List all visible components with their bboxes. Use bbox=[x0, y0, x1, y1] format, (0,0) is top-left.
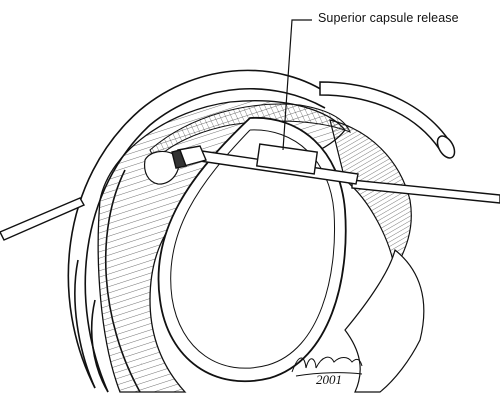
artist-signature bbox=[291, 356, 363, 377]
callout-label: Superior capsule release bbox=[318, 11, 459, 25]
left-window bbox=[143, 150, 180, 185]
right-tissue bbox=[329, 119, 412, 272]
right-instrument-shaft bbox=[351, 179, 500, 204]
right-lower-tissue bbox=[344, 248, 425, 393]
signature-year: 2001 bbox=[316, 372, 342, 387]
right-curved-band bbox=[319, 81, 456, 159]
callout-leader bbox=[282, 19, 312, 151]
left-instrument-shaft bbox=[0, 197, 85, 241]
cautery-instrument bbox=[171, 143, 359, 185]
